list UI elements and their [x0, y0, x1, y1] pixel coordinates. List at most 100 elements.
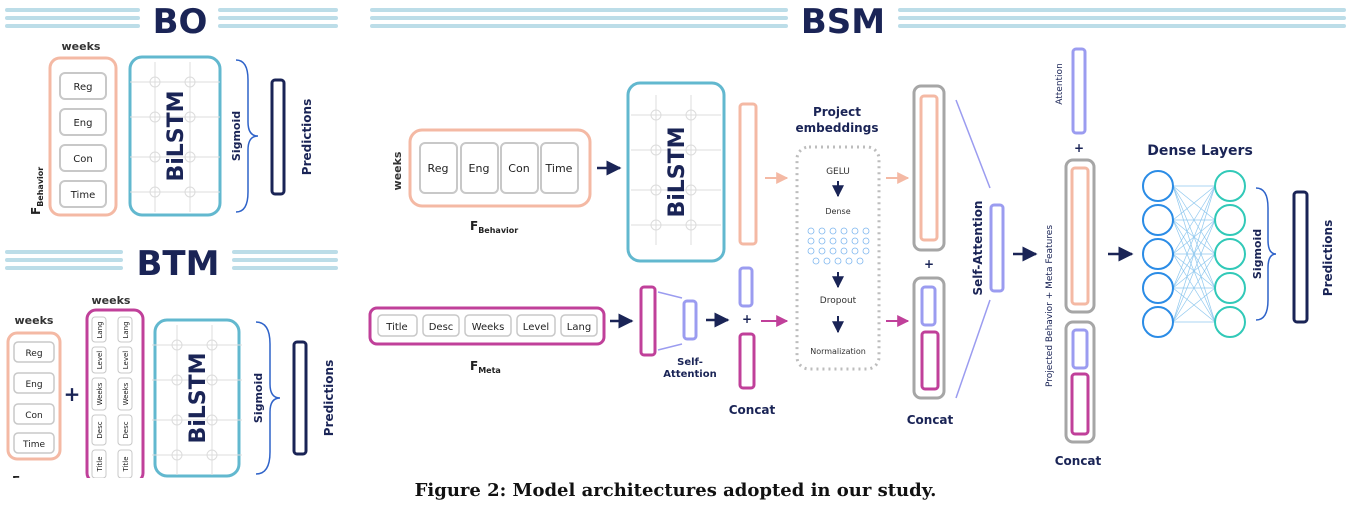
bsm-attention-top-label: Attention — [1055, 63, 1065, 105]
figure-caption: Figure 2: Model architectures adopted in… — [414, 480, 937, 501]
bsm-meta-input — [368, 306, 606, 346]
btm-meta-title-a: Title — [96, 456, 104, 472]
bsm-dense-layers-label: Dense Layers — [1147, 143, 1253, 159]
bsm-attention-top-vector — [1071, 47, 1087, 135]
bsm-concat2-plus: + — [924, 257, 934, 271]
bsm-self-attention-label: Self-Attention — [971, 201, 985, 296]
bsm-concat2-bottom — [912, 276, 946, 400]
architecture-diagram: BO BTM BSM weeks Reg Eng Con Time FBehav… — [5, 2, 1346, 478]
bo-predictions-label: Predictions — [300, 99, 314, 175]
bsm-predictions-label: Predictions — [1321, 220, 1335, 296]
bsm-meta-desc: Desc — [429, 322, 454, 333]
btm-meta-desc-a: Desc — [96, 421, 104, 438]
bsm-normalization-label: Normalization — [810, 347, 866, 356]
bsm-meta-lang: Lang — [567, 322, 591, 333]
bsm-feature-reg: Reg — [428, 162, 449, 175]
btm-feature-time: Time — [22, 440, 45, 450]
bsm-meta-embedding — [639, 285, 657, 357]
bsm-final-concat-label: Concat — [1055, 454, 1102, 468]
bsm-dense-label: Dense — [825, 207, 850, 216]
bo-behavior-input — [48, 56, 118, 217]
bsm-bilstm-label: BiLSTM — [665, 126, 690, 217]
btm-meta-title-b: Title — [122, 456, 130, 472]
bo-sigmoid-label: Sigmoid — [230, 111, 243, 161]
btm-brace — [255, 321, 281, 475]
bsm-final-plus: + — [1074, 141, 1084, 155]
btm-meta-level-a: Level — [96, 351, 104, 370]
bo-feature-con: Con — [73, 154, 92, 165]
bsm-final-concat-bottom — [1064, 320, 1096, 444]
bo-prediction-output — [270, 78, 286, 196]
btm-feature-con: Con — [25, 411, 43, 421]
bsm-feature-eng: Eng — [469, 162, 490, 175]
bsm-meta-level: Level — [523, 322, 549, 333]
bsm-dense-output-nodes — [1214, 170, 1246, 338]
btm-meta-weeks-a: Weeks — [96, 382, 104, 405]
btm-predictions-label: Predictions — [322, 360, 336, 436]
bsm-model: weeks Reg Eng Con Time FBehavior BiLSTM … — [368, 47, 1335, 468]
bsm-final-concat-top — [1064, 158, 1096, 314]
bsm-concat2-label: Concat — [907, 413, 954, 427]
bsm-project-embeddings-b: embeddings — [796, 121, 879, 135]
section-header-btm: BTM — [5, 244, 338, 284]
section-title-btm: BTM — [137, 244, 220, 284]
bo-f-behavior-label: FBehavior — [29, 167, 45, 215]
bo-feature-time: Time — [70, 190, 95, 201]
btm-plus-sign: + — [64, 382, 81, 406]
bo-feature-eng: Eng — [73, 118, 92, 129]
bsm-brace — [1255, 187, 1277, 321]
bsm-concat1-meta — [738, 332, 756, 390]
bsm-meta-attention-vector — [682, 299, 698, 341]
bo-bilstm-block — [128, 55, 222, 217]
bsm-sigmoid-label: Sigmoid — [1251, 229, 1264, 279]
section-title-bo: BO — [153, 2, 208, 42]
btm-model: weeks weeks Reg Eng Con Time FBehavior +… — [6, 294, 336, 478]
bsm-f-meta-label: FMeta — [470, 359, 501, 375]
section-header-bo: BO — [5, 2, 338, 42]
btm-meta-desc-b: Desc — [122, 421, 130, 438]
btm-feature-reg: Reg — [25, 349, 42, 359]
bsm-feature-time: Time — [545, 162, 573, 175]
section-title-bsm: BSM — [801, 2, 885, 42]
btm-weeks-label-behavior: weeks — [15, 314, 54, 327]
btm-f-behavior-label: FBehavior — [12, 474, 60, 478]
bsm-dense-input-nodes — [1142, 170, 1174, 338]
btm-prediction-output — [292, 340, 308, 456]
bsm-prediction-output — [1292, 190, 1309, 324]
btm-meta-input — [85, 308, 145, 478]
bsm-concat1-label: Concat — [729, 403, 776, 417]
bsm-behavior-input — [408, 128, 592, 208]
bsm-self-attention-small-b: Attention — [663, 369, 716, 380]
bsm-concat2-behavior — [919, 94, 939, 242]
bsm-gelu-label: GELU — [826, 167, 850, 177]
bsm-dense-mini-net — [807, 227, 870, 265]
bsm-meta-weeks: Weeks — [472, 322, 505, 333]
bsm-self-attention-small-a: Self- — [677, 357, 703, 368]
btm-meta-level-b: Level — [122, 351, 130, 370]
btm-behavior-input — [6, 331, 62, 461]
bsm-behavior-embedding — [738, 102, 758, 246]
btm-meta-lang-b: Lang — [122, 321, 130, 338]
bo-bilstm-label: BiLSTM — [164, 90, 189, 181]
btm-meta-weeks-b: Weeks — [122, 382, 130, 405]
bsm-projection-block — [795, 145, 881, 371]
bsm-final-attention — [1071, 328, 1089, 370]
section-header-bsm: BSM — [370, 2, 1346, 42]
bo-feature-list: Reg Eng Con Time — [59, 72, 107, 208]
bsm-concat2-meta — [920, 330, 940, 391]
btm-weeks-label-meta: weeks — [92, 294, 131, 307]
btm-bilstm-label: BiLSTM — [186, 352, 211, 443]
bo-brace — [235, 59, 259, 213]
bsm-concat1-attention — [738, 266, 754, 308]
bsm-self-attention-vector — [989, 203, 1005, 293]
bsm-project-embeddings-a: Project — [813, 105, 861, 119]
bsm-final-behavior — [1070, 166, 1090, 306]
bsm-f-behavior-label: FBehavior — [470, 219, 518, 235]
bsm-final-meta — [1070, 372, 1090, 436]
bo-model: weeks Reg Eng Con Time FBehavior BiLSTM … — [29, 40, 314, 217]
bsm-concat2-attention — [920, 285, 937, 327]
bo-feature-reg: Reg — [74, 82, 93, 93]
btm-feature-eng: Eng — [25, 380, 42, 390]
bsm-bilstm-block — [626, 81, 726, 263]
btm-sigmoid-label: Sigmoid — [252, 373, 265, 423]
